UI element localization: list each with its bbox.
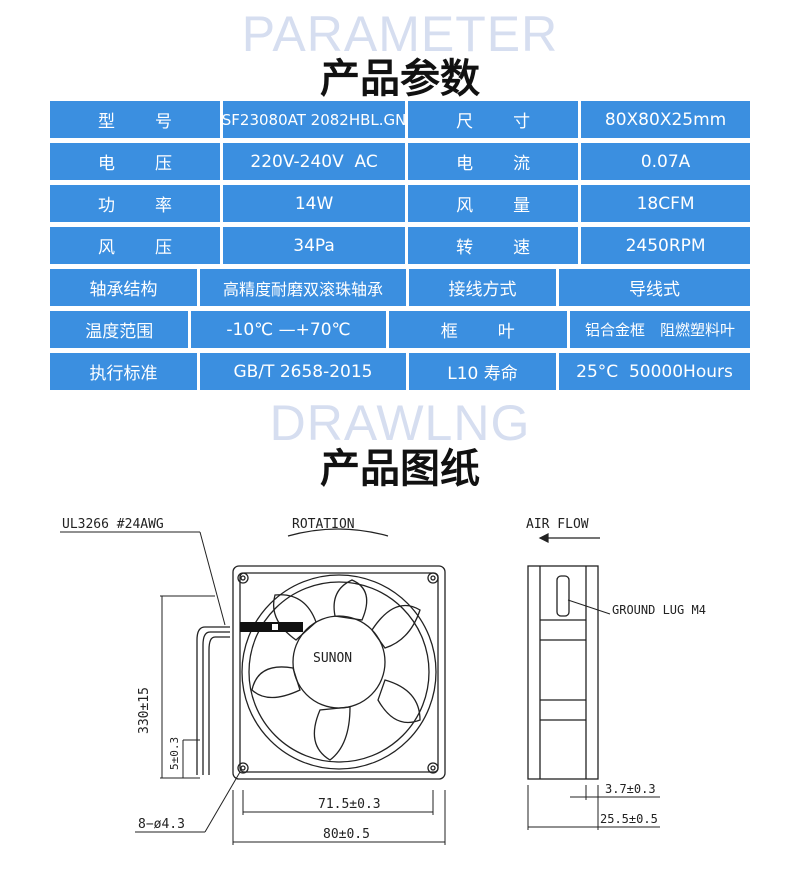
spec-value: 34Pa [222,227,406,264]
spec-label: 风压 [50,227,220,264]
spec-value: 25°C 50000Hours [559,353,750,390]
parameter-title: 产品参数 [320,56,480,102]
mount-hole [430,765,436,771]
dim-holes: 8−ø4.3 [138,817,185,832]
spec-value: -10℃ —+70℃ [191,311,386,348]
spec-row: 执行标准 GB/T 2658-2015 L10 寿命 25°C 50000Hou… [50,353,750,390]
spec-label: 执行标准 [50,353,197,390]
dim-hole-pitch: 71.5±0.3 [318,797,381,812]
lead-wires [196,626,230,775]
spec-table: 型号 SF23080AT 2082HBL.GN 尺寸 80X80X25mm 电压… [50,101,751,395]
mount-hole [240,765,246,771]
fan-blades [251,579,421,761]
parameter-watermark: PARAMETER [241,6,559,62]
fan-ring [241,574,437,770]
spec-label: 风量 [408,185,579,222]
spec-label: 轴承结构 [50,269,197,306]
spec-label: 温度范围 [50,311,189,348]
spec-row: 电压 220V-240V AC 电流 0.07A [50,143,751,180]
spec-value: GB/T 2658-2015 [200,353,406,390]
spec-row: 功率 14W 风量 18CFM [50,185,751,222]
spec-label: 型号 [50,101,220,138]
spec-value: 0.07A [581,143,751,180]
mount-hole [237,762,249,774]
spec-row: 型号 SF23080AT 2082HBL.GN 尺寸 80X80X25mm [50,101,751,138]
mount-hole [237,572,249,584]
brand-label: SUNON [313,651,352,666]
drawing-title: 产品图纸 [320,446,480,492]
spec-label: 电压 [50,143,220,180]
wire-band [240,622,303,632]
mount-hole [427,572,439,584]
spec-value: 导线式 [559,269,750,306]
spec-row: 风压 34Pa 转速 2450RPM [50,227,751,264]
spec-label: L10 寿命 [409,353,556,390]
fan-ring-inner [248,581,430,763]
spec-value: 高精度耐磨双滚珠轴承 [200,269,406,306]
drawing-watermark: DRAWLNG [269,395,531,451]
airflow-label: AIR FLOW [526,517,589,532]
wire-band-marker [272,624,278,630]
dim-width: 80±0.5 [323,827,370,842]
spec-row: 轴承结构 高精度耐磨双滚珠轴承 接线方式 导线式 [50,269,750,306]
mount-hole [427,762,439,774]
dim-flange: 3.7±0.3 [605,782,656,796]
rotation-label: ROTATION [292,517,355,532]
dim-depth: 25.5±0.5 [600,812,658,826]
spec-value: SF23080AT 2082HBL.GN [222,101,406,138]
dim-lead-length: 330±15 [137,687,152,734]
fan-frame-outer [232,565,446,780]
dim-strip-length: 5±0.3 [168,737,181,770]
spec-label: 接线方式 [409,269,556,306]
spec-label: 框叶 [388,311,568,348]
spec-value: 14W [222,185,406,222]
spec-row: 温度范围 -10℃ —+70℃ 框叶 铝合金框 阻燃塑料叶 [50,311,750,348]
wire-label: UL3266 #24AWG [62,517,164,532]
spec-label: 转速 [408,227,579,264]
spec-value: 铝合金框 阻燃塑料叶 [570,311,750,348]
ground-lug-label: GROUND LUG M4 [612,603,706,617]
fan-side-view [527,565,599,780]
fan-frame-inner [239,572,439,773]
spec-label: 电流 [408,143,579,180]
rotation-arrow [287,528,389,537]
spec-value: 220V-240V AC [222,143,406,180]
spec-value: 18CFM [581,185,751,222]
spec-value: 2450RPM [581,227,751,264]
mount-hole [240,575,246,581]
mount-hole [430,575,436,581]
fan-drawing: UL3266 #24AWG ROTATION SUNON 330±15 5±0.… [60,517,706,845]
spec-label: 功率 [50,185,220,222]
airflow-arrow [538,533,600,543]
spec-label: 尺寸 [408,101,579,138]
spec-value: 80X80X25mm [581,101,751,138]
